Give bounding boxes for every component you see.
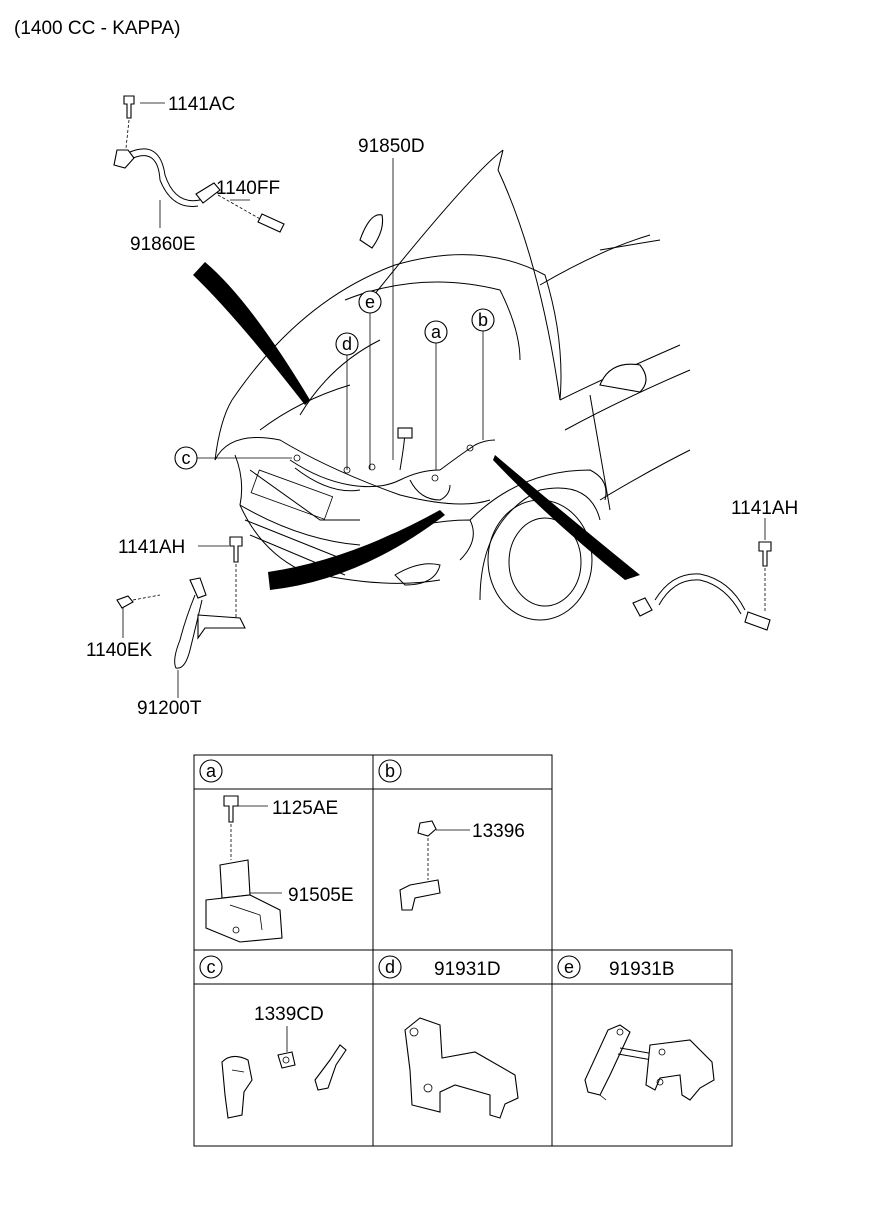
part-91931D-label: 91931D <box>434 959 501 980</box>
detail-a-tag-label: a <box>206 761 217 781</box>
sweep-arrow-bottom <box>268 510 445 590</box>
detail-c-tag <box>199 955 223 979</box>
part-91505E-label: 91505E <box>288 885 354 906</box>
callout-c-label: c <box>182 448 191 468</box>
part-1140EK-label: 1140EK <box>86 640 153 661</box>
detail-e-tag <box>557 955 581 979</box>
part-91931B-label: 91931B <box>609 959 675 980</box>
part-1141AC-label: 1141AC <box>168 94 235 115</box>
part-91850D-label: 91850D <box>358 136 425 157</box>
detail-c-parts <box>221 1026 347 1119</box>
detail-d-bracket <box>404 1017 519 1119</box>
callout-b <box>471 308 495 440</box>
car-front-illustration <box>214 149 691 621</box>
callout-d-label: d <box>342 334 352 354</box>
callout-b-label: b <box>478 310 488 330</box>
detail-e-bracket <box>584 1024 715 1101</box>
part-91200T-label: 91200T <box>137 698 202 719</box>
part-1140FF-label: 1140FF <box>216 178 280 199</box>
callout-c <box>174 446 292 470</box>
detail-d-tag <box>378 955 402 979</box>
sweep-arrow-right <box>493 455 640 580</box>
callout-a <box>424 320 448 470</box>
detail-a-bracket <box>205 795 283 943</box>
part-1141AH-right-label: 1141AH <box>731 498 798 519</box>
ground-cable-right <box>632 518 772 631</box>
detail-e-tag-label: e <box>564 957 574 977</box>
callout-d <box>335 332 359 470</box>
detail-b-bracket <box>399 820 470 911</box>
part-13396-label: 13396 <box>472 821 525 842</box>
detail-d-tag-label: d <box>385 957 395 977</box>
part-1141AH-left-label: 1141AH <box>118 537 185 558</box>
part-1125AE-label: 1125AE <box>272 798 338 819</box>
detail-c-tag-label: c <box>207 957 216 977</box>
callout-e-label: e <box>365 292 375 312</box>
detail-grid <box>193 754 733 1147</box>
sweep-arrow-left <box>193 262 310 405</box>
ground-cable-left <box>116 536 246 698</box>
detail-b-tag <box>378 759 402 783</box>
ground-cable-upper <box>113 95 285 233</box>
part-1339CD-label: 1339CD <box>254 1004 324 1025</box>
part-91860E-label: 91860E <box>130 234 196 255</box>
diagram-title: (1400 CC - KAPPA) <box>14 18 180 39</box>
callout-e <box>358 290 382 470</box>
callout-a-label: a <box>431 322 442 342</box>
detail-b-tag-label: b <box>385 761 395 781</box>
detail-a-tag <box>199 759 223 783</box>
